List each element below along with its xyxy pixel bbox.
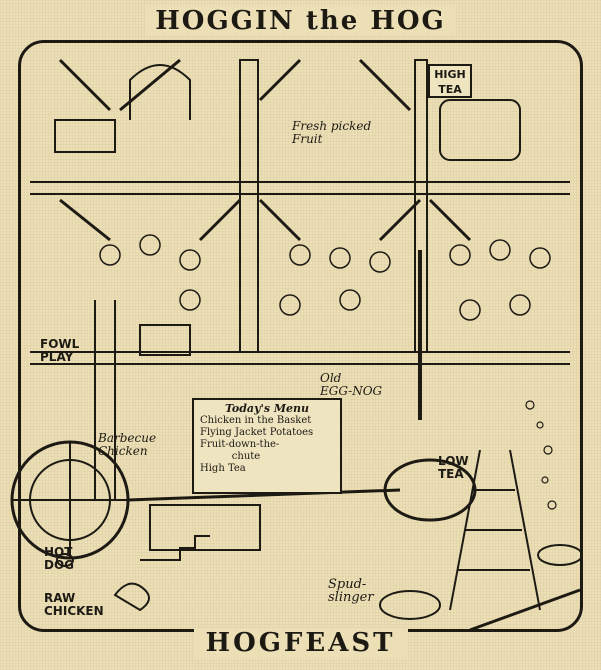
hot-dog-drawing	[56, 553, 74, 567]
barbecue-chicken-label: Barbecue Chicken	[98, 431, 157, 458]
menu-item: chute	[200, 451, 261, 462]
fowl-play-label: FOWL PLAY	[40, 337, 80, 364]
menu-item: Chicken in the Basket	[200, 415, 312, 426]
high-tea-sign: HIGH TEA	[428, 64, 472, 98]
menu-item: High Tea	[200, 463, 246, 474]
rotisserie-spit	[127, 488, 401, 502]
chicken-basket	[139, 324, 191, 356]
old-eggnog-label: Old EGG-NOG	[320, 371, 383, 398]
page-footer-title: HOGFEAST	[0, 628, 601, 658]
ladder	[449, 449, 541, 611]
oven-machine	[54, 119, 116, 153]
page-title: HOGGIN the HOG	[0, 6, 601, 36]
fire-pit	[149, 504, 261, 551]
raw-chicken-drawing	[113, 582, 150, 612]
fresh-fruit-label: Fresh picked Fruit	[292, 119, 372, 146]
high-tea-machine	[439, 99, 521, 161]
menu-item: Fruit-down-the-	[200, 439, 280, 450]
stone-arch	[129, 64, 191, 120]
seesaw	[469, 588, 581, 632]
low-tea-label: LOW TEA	[438, 454, 469, 481]
todays-menu-board: Today's Menu Chicken in the Basket Flyin…	[192, 398, 342, 494]
potato-basket	[379, 590, 441, 620]
menu-item: Flying Jacket Potatoes	[200, 427, 314, 438]
spud-slinger-label: Spud- slinger	[328, 577, 374, 605]
hot-dog-label: HOT DOG	[44, 545, 75, 572]
raw-chicken-label: RAW CHICKEN	[44, 591, 104, 618]
menu-title: Today's Menu	[224, 402, 310, 415]
center-post	[239, 59, 259, 353]
